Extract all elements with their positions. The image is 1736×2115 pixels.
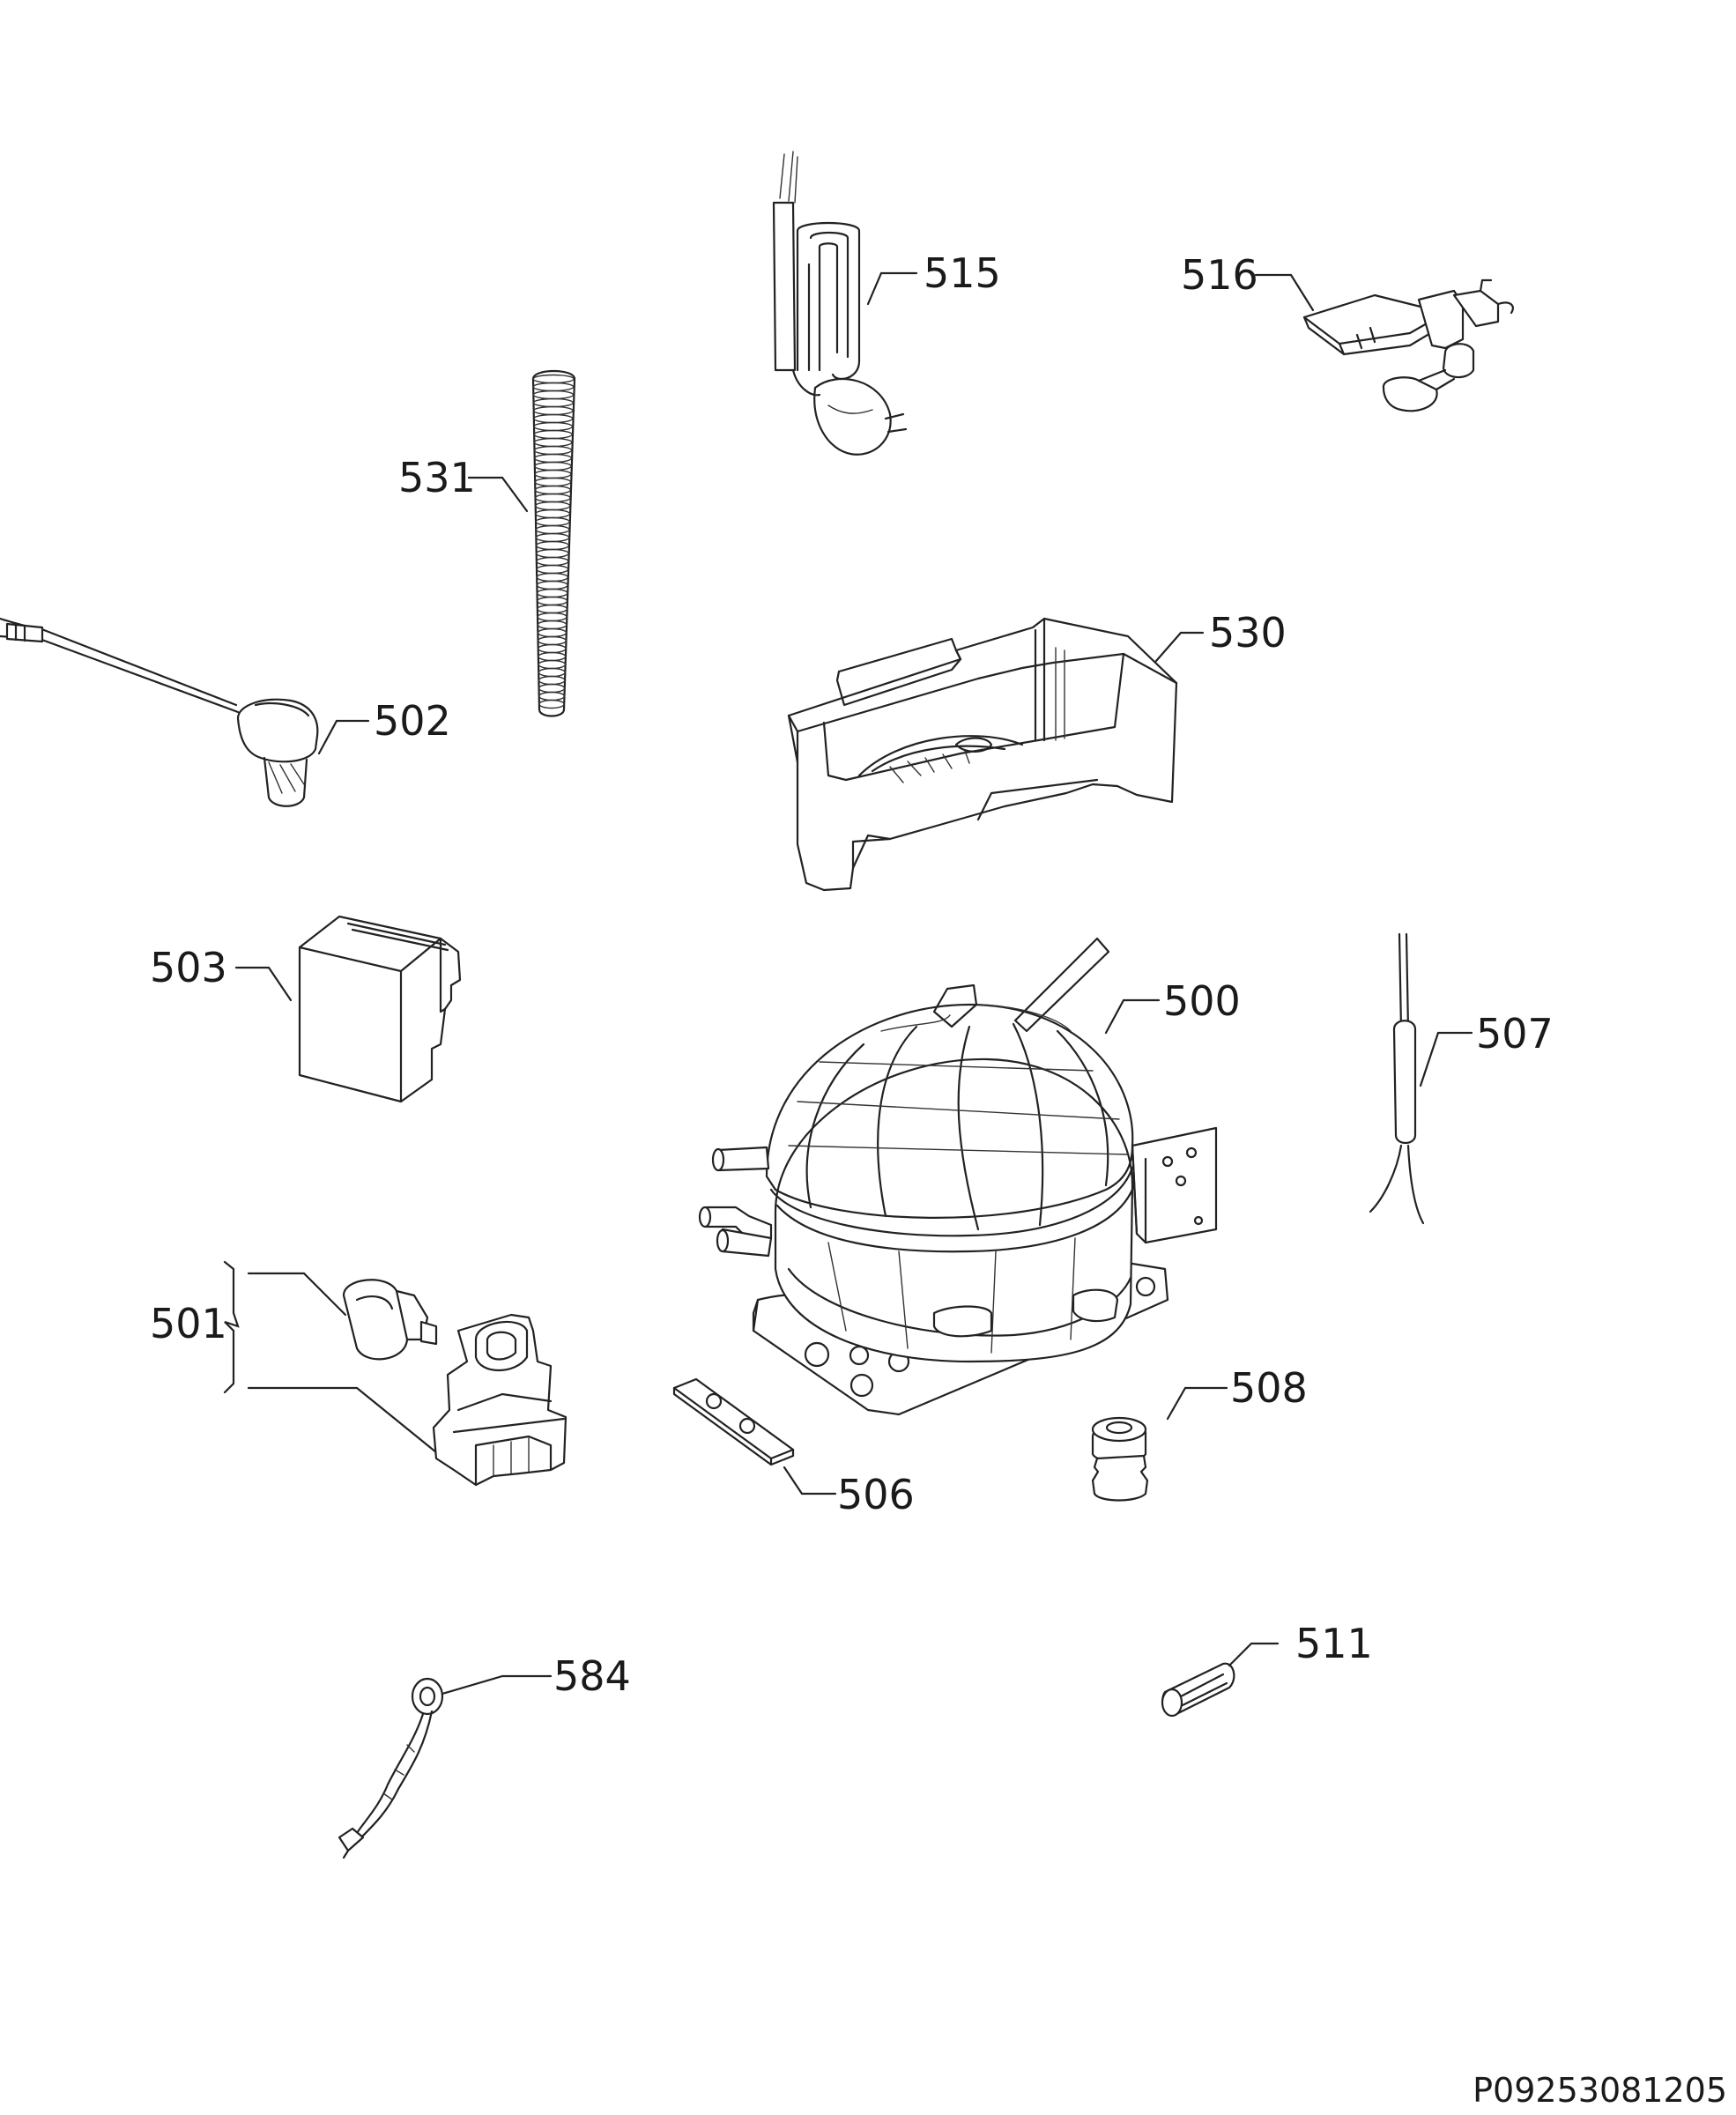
label-584: 584 [553, 1652, 631, 1700]
label-530: 530 [1209, 609, 1287, 657]
label-515: 515 [924, 249, 1001, 297]
hose-ring [538, 699, 565, 709]
label-500: 500 [1163, 977, 1241, 1025]
document-id: P09253081205 [1473, 2071, 1727, 2110]
label-507: 507 [1476, 1010, 1554, 1058]
part-501-relay-overload[interactable]: 501 [150, 1260, 568, 1487]
part-531-corrugated-hose[interactable]: 531 [398, 370, 576, 717]
part-530-tray[interactable]: 530 [787, 609, 1287, 892]
part-507-filter-dryer[interactable]: 507 [1369, 932, 1554, 1225]
part-500-compressor[interactable]: 500 [698, 937, 1241, 1416]
label-508: 508 [1230, 1364, 1308, 1412]
part-584-strap[interactable]: 584 [338, 1652, 631, 1859]
label-506: 506 [837, 1471, 915, 1518]
part-506-plate[interactable]: 506 [672, 1377, 915, 1518]
label-501: 501 [150, 1300, 227, 1347]
label-531: 531 [398, 454, 476, 501]
part-503-cover[interactable]: 503 [150, 915, 462, 1103]
part-508-grommet[interactable]: 508 [1091, 1364, 1308, 1502]
part-516-bracket[interactable]: 516 [1181, 251, 1514, 412]
label-503: 503 [150, 944, 227, 991]
part-515-defrost-heater[interactable]: 515 [772, 151, 1001, 456]
label-516: 516 [1181, 251, 1258, 299]
label-511: 511 [1295, 1620, 1373, 1667]
label-502: 502 [374, 697, 451, 745]
part-502-sensor[interactable]: 502 [0, 617, 451, 807]
part-511-connector[interactable]: 511 [1161, 1620, 1373, 1718]
